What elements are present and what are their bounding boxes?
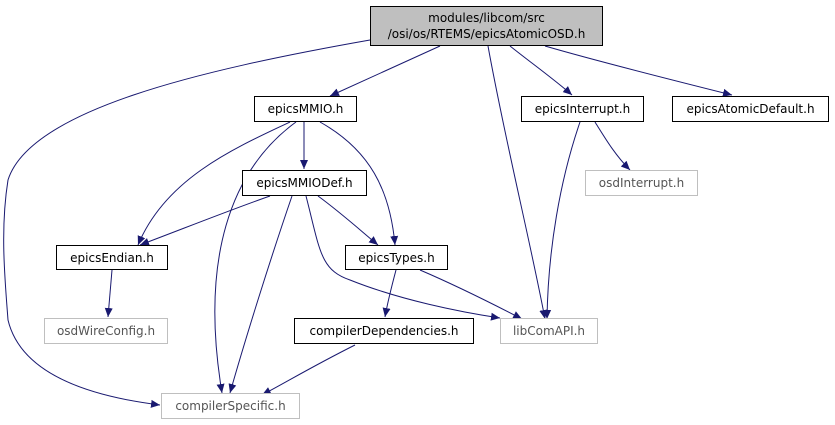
edge-epicsMMIODef-to-libComAPI (305, 195, 501, 321)
edge-epicsInterrupt-to-libComAPI (543, 121, 581, 320)
edge-epicsEndian-to-osdWireConfig (104, 269, 113, 318)
node-compilerSpecific[interactable]: compilerSpecific.h (161, 393, 300, 419)
edge-epicsMMIO-to-epicsEndian (137, 121, 291, 246)
edge-epicsMMIODef-to-epicsEndian (139, 195, 271, 246)
node-osdWireConfig[interactable]: osdWireConfig.h (44, 318, 168, 344)
node-osdInterrupt-label: osdInterrupt.h (598, 176, 685, 190)
node-epicsAtomicOSD-line1: modules/libcom/src (428, 11, 545, 25)
node-epicsInterrupt[interactable]: epicsInterrupt.h (521, 96, 644, 122)
node-epicsMMIODef[interactable]: epicsMMIODef.h (242, 170, 367, 196)
edge-epicsMMIO-to-epicsTypes (319, 121, 399, 246)
node-epicsMMIO-label: epicsMMIO.h (267, 102, 344, 116)
node-compilerSpecific-label: compilerSpecific.h (175, 399, 286, 413)
edge-root-to-epicsMMIO (329, 45, 441, 97)
node-compilerDependencies-label: compilerDependencies.h (309, 324, 459, 338)
node-epicsAtomicOSD[interactable]: modules/libcom/src /osi/os/RTEMS/epicsAt… (370, 6, 603, 46)
node-epicsEndian[interactable]: epicsEndian.h (56, 245, 168, 270)
node-epicsMMIODef-label: epicsMMIODef.h (256, 176, 353, 190)
node-epicsAtomicDefault-label: epicsAtomicDefault.h (686, 102, 815, 116)
node-epicsInterrupt-label: epicsInterrupt.h (534, 102, 631, 116)
edge-epicsInterrupt-to-osdInterrupt (594, 121, 631, 171)
node-epicsAtomicOSD-line2: /osi/os/RTEMS/epicsAtomicOSD.h (387, 27, 586, 41)
node-epicsAtomicDefault[interactable]: epicsAtomicDefault.h (672, 96, 829, 122)
edge-epicsMMIODef-to-epicsTypes (317, 195, 379, 246)
node-compilerDependencies[interactable]: compilerDependencies.h (294, 318, 474, 344)
node-epicsTypes-label: epicsTypes.h (358, 250, 435, 265)
edge-root-to-epicsInterrupt (509, 45, 573, 96)
edge-epicsTypes-to-compilerDependencies (382, 269, 397, 318)
edge-root-to-epicsAtomicDefault (544, 45, 733, 97)
edge-epicsMMIO-to-compilerSpecific (214, 121, 297, 394)
edge-root-to-compilerSpecific (3, 39, 371, 408)
node-epicsEndian-label: epicsEndian.h (70, 250, 154, 265)
node-epicsMMIO[interactable]: epicsMMIO.h (254, 96, 357, 122)
node-osdInterrupt[interactable]: osdInterrupt.h (585, 170, 698, 196)
edge-epicsTypes-to-libComAPI (419, 269, 523, 320)
node-libComAPI-label: libComAPI.h (512, 324, 586, 338)
edge-root-to-libComAPI (487, 45, 548, 320)
node-osdWireConfig-label: osdWireConfig.h (56, 324, 156, 338)
node-libComAPI[interactable]: libComAPI.h (500, 318, 598, 344)
edge-compilerDependencies-to-compilerSpecific (261, 344, 356, 396)
node-epicsTypes[interactable]: epicsTypes.h (345, 245, 448, 270)
edge-epicsMMIODef-to-compilerSpecific (228, 195, 293, 394)
